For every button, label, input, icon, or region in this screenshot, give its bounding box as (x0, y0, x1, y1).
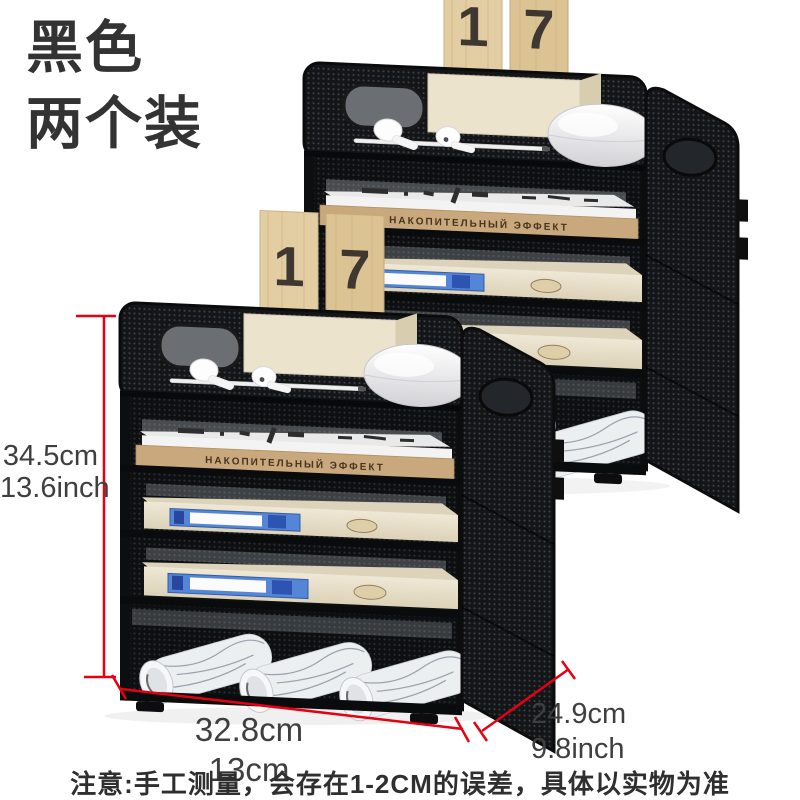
height-cm: 34.5cm (2, 440, 98, 472)
depth-cm: 24.9cm (531, 698, 627, 730)
height-dimension-line (76, 314, 116, 679)
measurement-note: 注意:手工测量，会存在1-2CM的误差，具体以实物为准 (70, 769, 730, 799)
depth-dimension-label: 24.9cm 9.8inch (531, 697, 626, 767)
dimension-lines (76, 314, 577, 743)
badge-line-color: 黑色 (26, 16, 144, 80)
width-dimension-label: 32.8cm 13cm (148, 710, 350, 789)
depth-dimension-line (472, 660, 577, 742)
depth-inch: 9.8inch (531, 732, 625, 765)
width-alt: 13cm (208, 750, 290, 788)
height-inch: 13.6inch (0, 472, 110, 505)
width-dimension-line (110, 674, 471, 743)
badge-line-pack: 两个装 (26, 92, 203, 157)
color-pack-badge: 黑色 两个装 (26, 10, 203, 163)
height-dimension-label: 34.5cm 13.6inch (0, 440, 110, 505)
width-cm: 32.8cm (194, 711, 304, 748)
